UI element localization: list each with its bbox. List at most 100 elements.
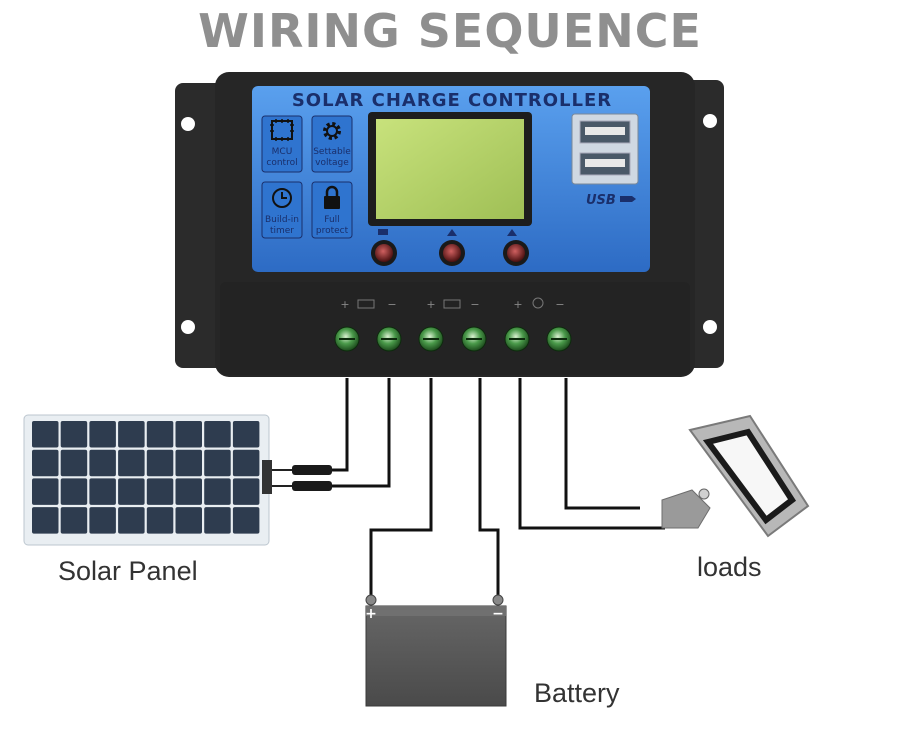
- solar-cell: [32, 449, 59, 477]
- chip-icon: [270, 119, 294, 141]
- solar-cell: [89, 421, 116, 448]
- load-positive-wire: [518, 378, 665, 530]
- lamp-bracket: [661, 489, 711, 529]
- solar-cell: [146, 421, 174, 448]
- control-buttons: [371, 229, 529, 266]
- feature-label: Settable: [313, 147, 351, 157]
- battery-positive-terminal: [365, 594, 377, 606]
- battery-mode-icon: [378, 229, 388, 235]
- bulb-icon: [532, 297, 544, 309]
- gear-icon: [323, 122, 341, 140]
- terminal-group-icons: [357, 297, 544, 309]
- feature-label: Build-in: [265, 215, 299, 225]
- up-arrow-icon: [447, 229, 457, 236]
- charge-controller: SOLAR CHARGE CONTROLLER MCU control Sett…: [175, 72, 724, 377]
- solar-negative-wire: [332, 378, 391, 488]
- load-negative-wire: [564, 378, 640, 510]
- solar-cell: [232, 507, 260, 534]
- feature-label: timer: [270, 226, 294, 236]
- terminal-block: [220, 282, 690, 375]
- solar-cell: [118, 449, 145, 477]
- solar-cell: [204, 449, 231, 477]
- solar-cell: [175, 507, 202, 534]
- down-button-cap[interactable]: [507, 244, 525, 262]
- battery-label: Battery: [534, 678, 620, 708]
- clock-icon: [272, 188, 292, 208]
- solar-cell: [118, 478, 145, 505]
- usb-plug-icon: [620, 196, 636, 202]
- solar-cell: [146, 449, 174, 477]
- junction-box: [262, 460, 272, 494]
- terminal-screws: [334, 326, 572, 352]
- solar-cell: [232, 421, 260, 448]
- feature-label: voltage: [315, 158, 349, 168]
- solar-cell: [204, 421, 231, 448]
- terminal-sign: +: [513, 298, 522, 311]
- flood-light-load: [661, 414, 810, 538]
- solar-positive-wire: [332, 378, 349, 472]
- battery: + −: [365, 594, 507, 707]
- terminal-sign: −: [387, 298, 396, 311]
- usb-ports: USB: [571, 113, 639, 208]
- solar-cell: [175, 449, 202, 477]
- lamp-glass: [702, 428, 797, 525]
- battery-positive-wire: [369, 378, 433, 598]
- terminal-sign: +: [340, 298, 349, 311]
- mount-hole: [181, 320, 195, 334]
- terminal-sign: +: [426, 298, 435, 311]
- usb-label: USB: [586, 193, 616, 208]
- battery-positive-sign: +: [365, 606, 377, 622]
- solar-panel: [23, 414, 332, 546]
- feature-label: Full: [324, 215, 339, 225]
- feature-settable-voltage: Settable voltage: [311, 115, 353, 173]
- solar-cell: [60, 507, 88, 534]
- solar-cell: [60, 478, 88, 505]
- mc4-connector: [292, 481, 332, 491]
- up-arrow-icon: [507, 229, 517, 236]
- lcd-screen: [376, 119, 524, 219]
- wires: [332, 378, 665, 598]
- solar-cell: [32, 421, 59, 448]
- solar-cell: [60, 449, 88, 477]
- mount-hole: [703, 114, 717, 128]
- solar-cell: [89, 478, 116, 505]
- terminal-signs: + − + − + −: [340, 298, 564, 311]
- solar-cell: [118, 421, 145, 448]
- mc4-connector: [272, 469, 292, 487]
- solar-panel-icon: [357, 299, 375, 309]
- battery-negative-wire: [478, 378, 500, 598]
- controller-title: SOLAR CHARGE CONTROLLER: [292, 90, 612, 111]
- loads-label: loads: [697, 552, 762, 582]
- solar-cell: [89, 449, 116, 477]
- solar-cell: [118, 507, 145, 534]
- menu-button-cap[interactable]: [375, 244, 393, 262]
- solar-cell: [32, 507, 59, 534]
- feature-label: protect: [316, 226, 349, 236]
- feature-label: MCU: [272, 147, 293, 157]
- mount-hole: [703, 320, 717, 334]
- solar-cell: [232, 478, 260, 505]
- terminal-sign: −: [555, 298, 564, 311]
- mount-hole: [181, 117, 195, 131]
- battery-negative-sign: −: [492, 606, 504, 622]
- feature-label: control: [266, 158, 297, 168]
- solar-cells: [32, 421, 260, 534]
- solar-cell: [232, 449, 260, 477]
- solar-cell: [204, 478, 231, 505]
- battery-negative-terminal: [492, 594, 504, 606]
- solar-cell: [146, 507, 174, 534]
- feature-mcu-control: MCU control: [261, 115, 303, 173]
- solar-cell: [60, 421, 88, 448]
- page-title: WIRING SEQUENCE: [198, 4, 702, 58]
- battery-icon: [443, 299, 461, 309]
- solar-panel-label: Solar Panel: [58, 556, 198, 586]
- solar-cell: [146, 478, 174, 505]
- up-button-cap[interactable]: [443, 244, 461, 262]
- lock-icon: [324, 185, 340, 209]
- solar-cell: [175, 421, 202, 448]
- terminal-sign: −: [470, 298, 479, 311]
- mc4-connector: [292, 465, 332, 475]
- feature-full-protect: Full protect: [311, 181, 353, 239]
- solar-cell: [175, 478, 202, 505]
